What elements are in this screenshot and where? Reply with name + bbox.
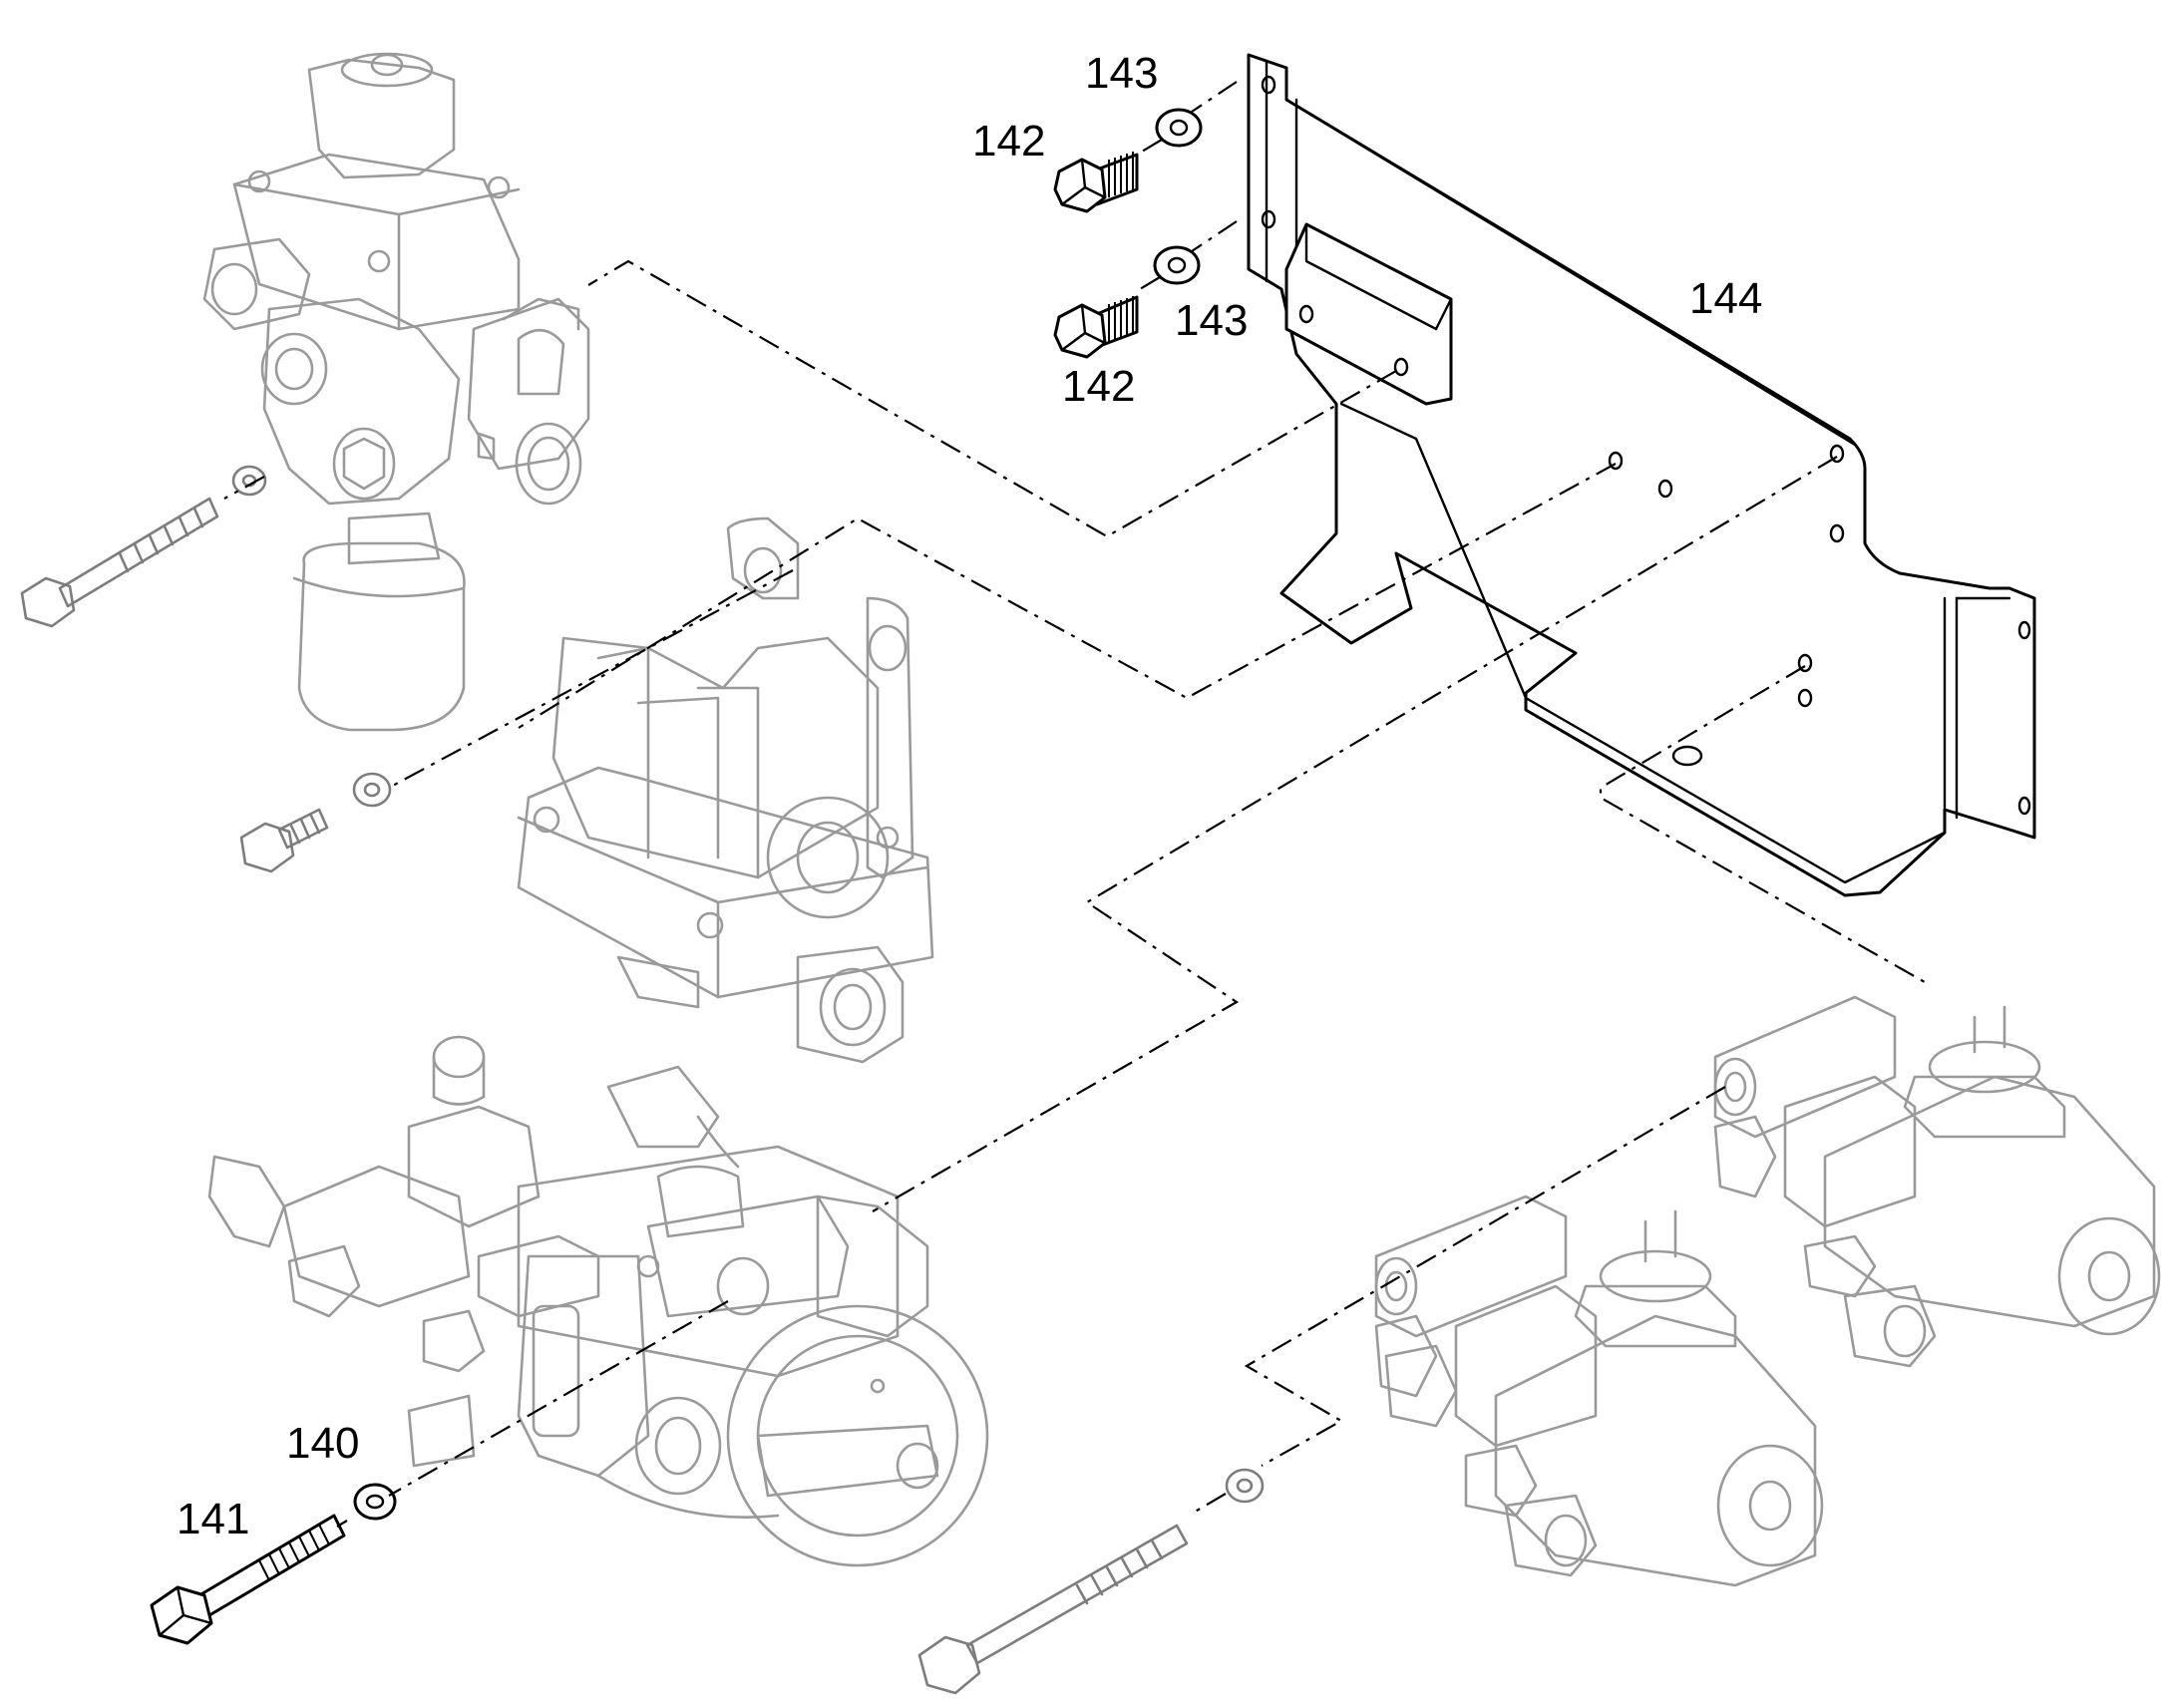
upper-bolt-set (1053, 108, 1203, 359)
callout-142-upper: 142 (972, 117, 1046, 166)
middle-left-bolt-set (239, 772, 392, 873)
lower-left-bolt-set (150, 1483, 397, 1645)
mounting-bracket (1247, 53, 2036, 897)
lower-mid-bolt-set (917, 1468, 1265, 1695)
callout-142-lower: 142 (1062, 362, 1136, 411)
lower-left-valve (207, 1035, 989, 1567)
callout-140: 140 (286, 1419, 360, 1468)
upper-left-bolt-set (20, 465, 267, 628)
callout-141: 141 (177, 1495, 250, 1543)
upper-left-valve (202, 52, 590, 732)
lower-right-valve-pair (1374, 995, 2161, 1587)
callout-143-upper: 143 (1085, 49, 1159, 98)
assembly-center-lines (223, 81, 1926, 1528)
middle-valve (517, 516, 934, 1064)
callout-143-lower: 143 (1175, 296, 1249, 345)
callout-144: 144 (1689, 274, 1763, 323)
